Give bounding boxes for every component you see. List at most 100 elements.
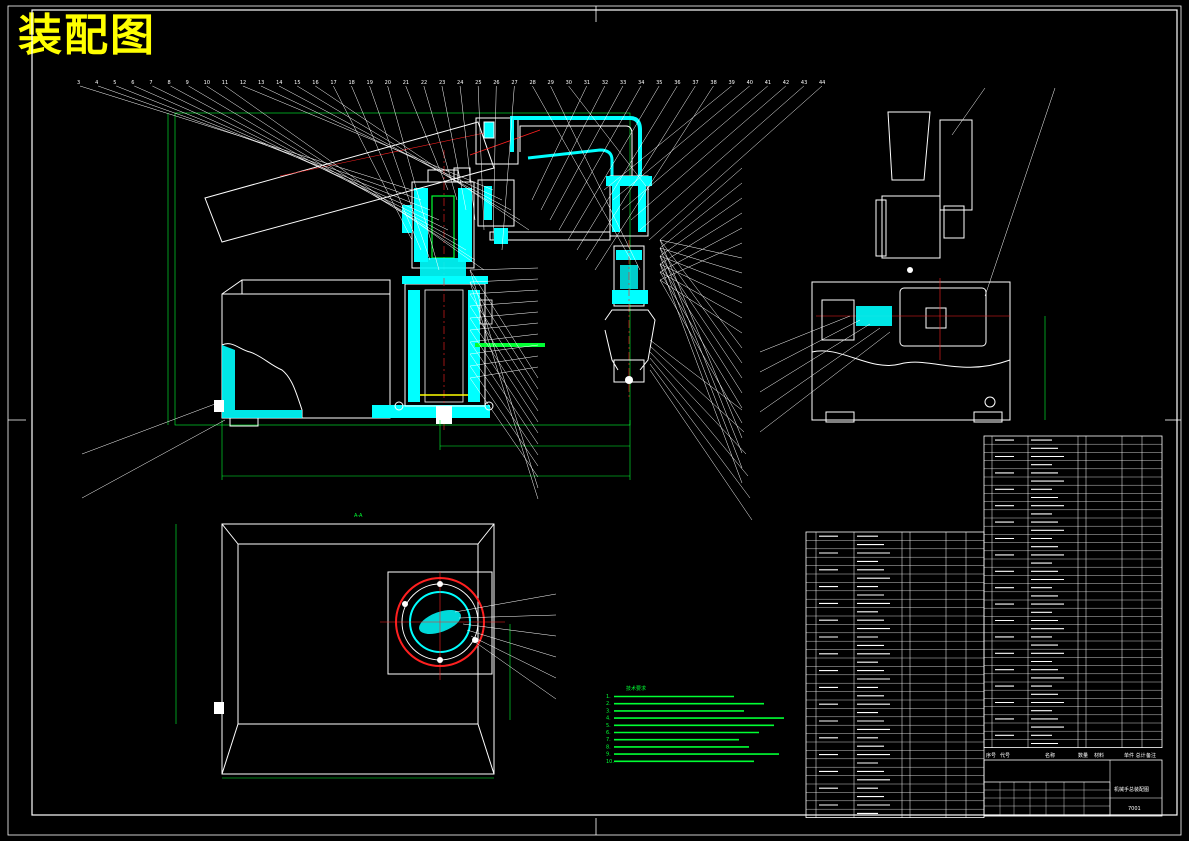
leader-line xyxy=(469,329,539,434)
section-view-label: A-A xyxy=(354,513,363,519)
leader-line xyxy=(469,269,539,489)
leader-line xyxy=(469,333,539,343)
balloon-number: 7 xyxy=(149,80,152,86)
leader-line xyxy=(469,366,539,379)
leader-line xyxy=(369,85,431,261)
leader-line xyxy=(405,85,449,191)
balloon-number: 28 xyxy=(529,80,535,86)
leader-line xyxy=(98,85,422,201)
leader-line xyxy=(659,182,743,249)
leader-line xyxy=(278,85,512,211)
leader-line xyxy=(659,279,743,334)
leader-line xyxy=(603,85,732,191)
leader-line xyxy=(206,85,476,261)
drawing-number: 7001 xyxy=(1128,806,1141,812)
leader-line xyxy=(659,247,743,454)
tech-line: 6. xyxy=(606,730,611,736)
balloon-number: 39 xyxy=(729,80,735,86)
leader-line xyxy=(659,242,743,281)
horizontal-arm xyxy=(469,116,642,244)
leader-line xyxy=(659,239,743,259)
leader-line xyxy=(423,85,458,201)
leader-line xyxy=(550,85,641,271)
leader-line xyxy=(540,85,606,211)
leader-line xyxy=(585,85,696,261)
leader-line xyxy=(81,403,216,455)
balloon-number: 25 xyxy=(475,80,481,86)
leader-line xyxy=(649,357,749,477)
tech-line: 9. xyxy=(606,752,611,758)
balloon-number: 8 xyxy=(167,80,170,86)
leader-line xyxy=(568,85,650,191)
leader-line xyxy=(549,85,624,221)
leader-line xyxy=(224,85,485,271)
top-view-section-aa: A-A xyxy=(175,513,511,779)
leader-line xyxy=(469,278,539,283)
leader-line xyxy=(532,85,632,261)
leader-line xyxy=(441,85,467,211)
drawing-name: 机械手总装配图 xyxy=(1114,786,1149,793)
leader-line xyxy=(297,85,521,221)
leader-line xyxy=(659,263,743,304)
table-header: 单件 总计 xyxy=(1124,752,1146,759)
leader-line xyxy=(659,279,743,424)
table-header: 备注 xyxy=(1146,752,1156,759)
leader-line xyxy=(567,85,660,241)
leader-line xyxy=(659,247,743,364)
balloon-number: 18 xyxy=(348,80,354,86)
leader-line xyxy=(469,377,539,478)
tech-line: 10. xyxy=(606,759,614,765)
leader-line xyxy=(242,85,494,191)
leader-line xyxy=(649,351,747,455)
leader-line xyxy=(469,344,539,355)
balloon-number: 37 xyxy=(692,80,698,86)
leader-line xyxy=(759,323,871,393)
balloon-number: 32 xyxy=(602,80,608,86)
parts-list-table: 序号代号名称数量材料单件 总计备注 xyxy=(805,435,1163,819)
tech-line: 2. xyxy=(606,701,611,707)
leader-line xyxy=(469,300,539,307)
sheet-frame xyxy=(7,5,1182,836)
tech-line: 5. xyxy=(606,723,611,729)
leader-line xyxy=(576,85,678,251)
leader-line xyxy=(659,167,743,241)
leader-line xyxy=(612,85,750,201)
leader-line xyxy=(454,593,557,613)
base-flange xyxy=(372,405,490,418)
leader-line xyxy=(531,85,587,201)
leader-line xyxy=(649,363,751,499)
wrist-gripper xyxy=(604,175,656,400)
balloon-number: 38 xyxy=(710,80,716,86)
leader-line xyxy=(470,635,557,679)
table-header: 数量 xyxy=(1078,752,1088,759)
leader-line xyxy=(260,85,503,201)
envelope-box xyxy=(174,112,631,426)
table-header: 代号 xyxy=(1000,752,1010,759)
tech-line: 7. xyxy=(606,737,611,743)
balloon-number: 27 xyxy=(511,80,517,86)
leader-line xyxy=(469,317,539,423)
leader-line xyxy=(639,85,805,231)
balloon-number: 19 xyxy=(367,80,373,86)
leader-line xyxy=(759,331,891,433)
balloon-number: 17 xyxy=(330,80,336,86)
leader-line xyxy=(333,85,413,241)
leader-line xyxy=(462,623,557,637)
drawing-title: 装配图 xyxy=(18,10,156,61)
leader-line xyxy=(152,85,449,231)
tech-line: 4. xyxy=(606,716,611,722)
balloon-number: 43 xyxy=(801,80,807,86)
leader-line xyxy=(469,269,539,379)
leader-line xyxy=(659,263,743,484)
leader-line xyxy=(469,293,539,401)
table-header: 序号 xyxy=(986,752,996,759)
leader-line xyxy=(659,239,743,439)
balloon-number: 44 xyxy=(819,80,825,86)
leader-line xyxy=(134,85,440,221)
leader-line xyxy=(501,85,515,251)
leader-line xyxy=(469,267,539,271)
leader-line xyxy=(659,212,743,265)
balloon-number: 11 xyxy=(222,80,228,86)
